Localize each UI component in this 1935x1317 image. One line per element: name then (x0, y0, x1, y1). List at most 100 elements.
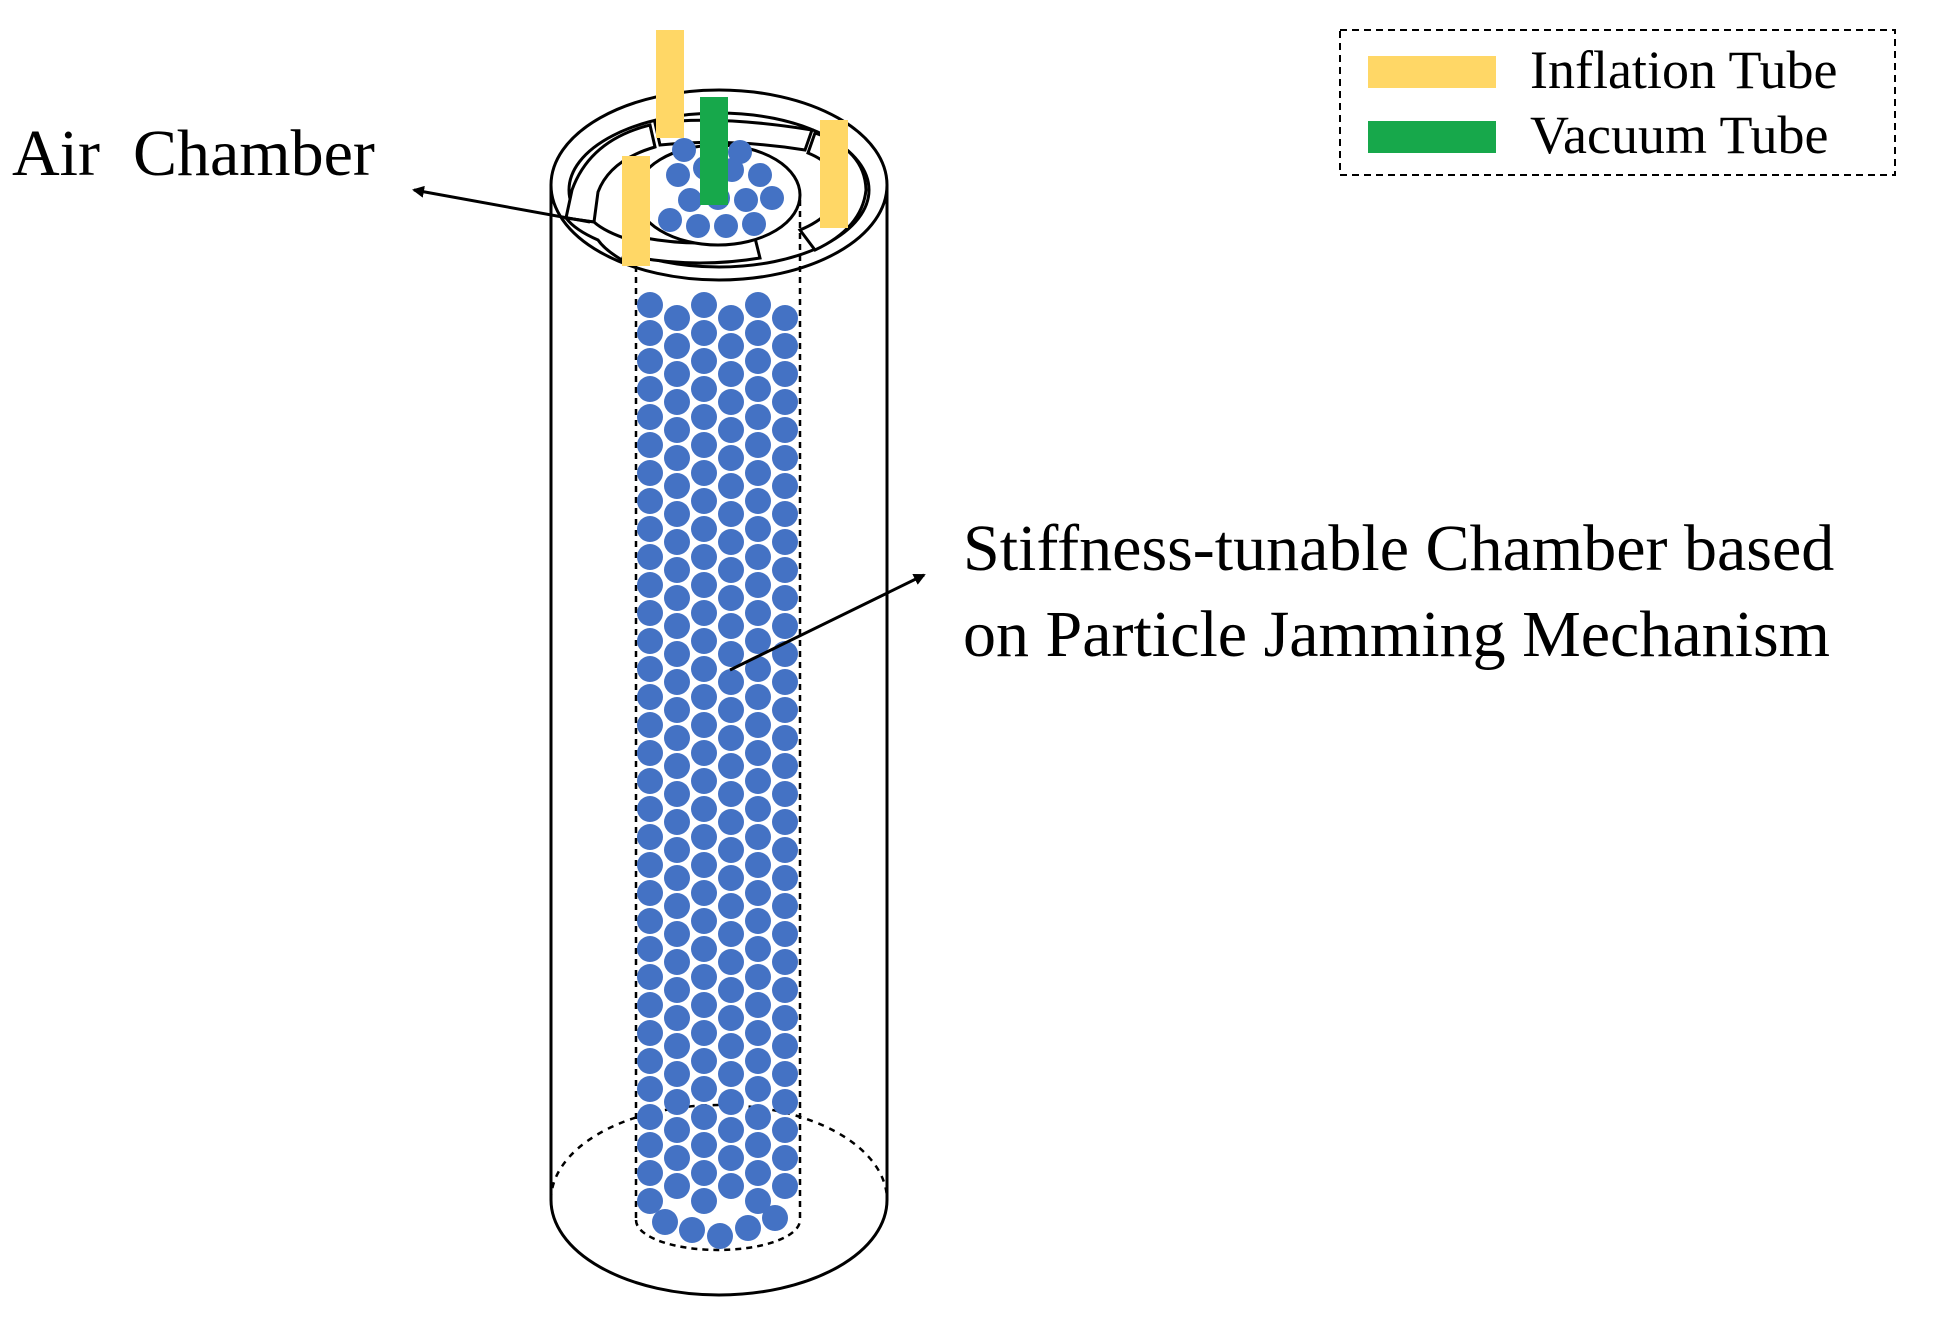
legend: Inflation Tube Vacuum Tube (1339, 29, 1896, 176)
particle (637, 1104, 663, 1130)
stiffness-chamber-label-line2: on Particle Jamming Mechanism (963, 598, 1830, 671)
particle (718, 529, 744, 555)
particle (691, 404, 717, 430)
particle (745, 460, 771, 486)
particle (637, 544, 663, 570)
particle (637, 684, 663, 710)
air-chamber-arrow (412, 185, 591, 224)
particle (686, 214, 710, 238)
particle (772, 641, 798, 667)
particle (637, 908, 663, 934)
particle (772, 781, 798, 807)
particle (772, 1117, 798, 1143)
particle (772, 1089, 798, 1115)
particle (772, 361, 798, 387)
particle (718, 865, 744, 891)
particle (637, 292, 663, 318)
particle (664, 865, 690, 891)
particle (637, 376, 663, 402)
particle (745, 348, 771, 374)
particle (772, 865, 798, 891)
particle (718, 1173, 744, 1199)
particle (718, 473, 744, 499)
particle (664, 725, 690, 751)
particle (718, 417, 744, 443)
particle (664, 921, 690, 947)
particle (637, 600, 663, 626)
particle (691, 628, 717, 654)
particle (637, 488, 663, 514)
particle (728, 140, 752, 164)
particle (745, 712, 771, 738)
particle (691, 1104, 717, 1130)
air-chamber-label: Air Chamber (12, 117, 375, 190)
particle (718, 1005, 744, 1031)
particle (745, 992, 771, 1018)
particle (691, 992, 717, 1018)
particle (718, 809, 744, 835)
particle (745, 768, 771, 794)
particle (664, 1117, 690, 1143)
particle (637, 432, 663, 458)
particle (691, 740, 717, 766)
particle (745, 964, 771, 990)
particle (664, 389, 690, 415)
particle (664, 753, 690, 779)
particle (691, 824, 717, 850)
particle (745, 1160, 771, 1186)
particle (745, 656, 771, 682)
particle (637, 1132, 663, 1158)
particle (637, 796, 663, 822)
particle (664, 837, 690, 863)
particle (745, 1048, 771, 1074)
particle (762, 1205, 788, 1231)
inflation-tube (656, 30, 684, 138)
particle (718, 585, 744, 611)
legend-swatch-inflation (1368, 56, 1496, 88)
particle (637, 1048, 663, 1074)
particle (772, 725, 798, 751)
air-chamber-segment (562, 216, 632, 263)
particle (745, 376, 771, 402)
particle (745, 852, 771, 878)
particle (718, 669, 744, 695)
particle (664, 501, 690, 527)
particle (637, 516, 663, 542)
particle (664, 1173, 690, 1199)
particle (772, 753, 798, 779)
particle (691, 292, 717, 318)
particle (664, 1005, 690, 1031)
particle (748, 163, 772, 187)
particle (664, 557, 690, 583)
particle (664, 305, 690, 331)
particle (637, 1076, 663, 1102)
particle (745, 908, 771, 934)
particle (745, 404, 771, 430)
particle (772, 473, 798, 499)
particle (745, 600, 771, 626)
particle (718, 949, 744, 975)
particle (691, 1188, 717, 1214)
particle (745, 880, 771, 906)
particle (637, 1160, 663, 1186)
particle (772, 389, 798, 415)
particle (664, 893, 690, 919)
inflation-tube (622, 156, 650, 266)
particle (734, 188, 758, 212)
particle (691, 460, 717, 486)
particle (745, 1104, 771, 1130)
particle (772, 613, 798, 639)
particle (637, 936, 663, 962)
vacuum-tube (700, 97, 728, 205)
particle (745, 628, 771, 654)
particle (664, 641, 690, 667)
particle (772, 977, 798, 1003)
particle (745, 1020, 771, 1046)
particle (666, 163, 690, 187)
particle (772, 809, 798, 835)
particle (664, 417, 690, 443)
particle (664, 1145, 690, 1171)
particle (691, 544, 717, 570)
particle (664, 361, 690, 387)
particle (637, 320, 663, 346)
